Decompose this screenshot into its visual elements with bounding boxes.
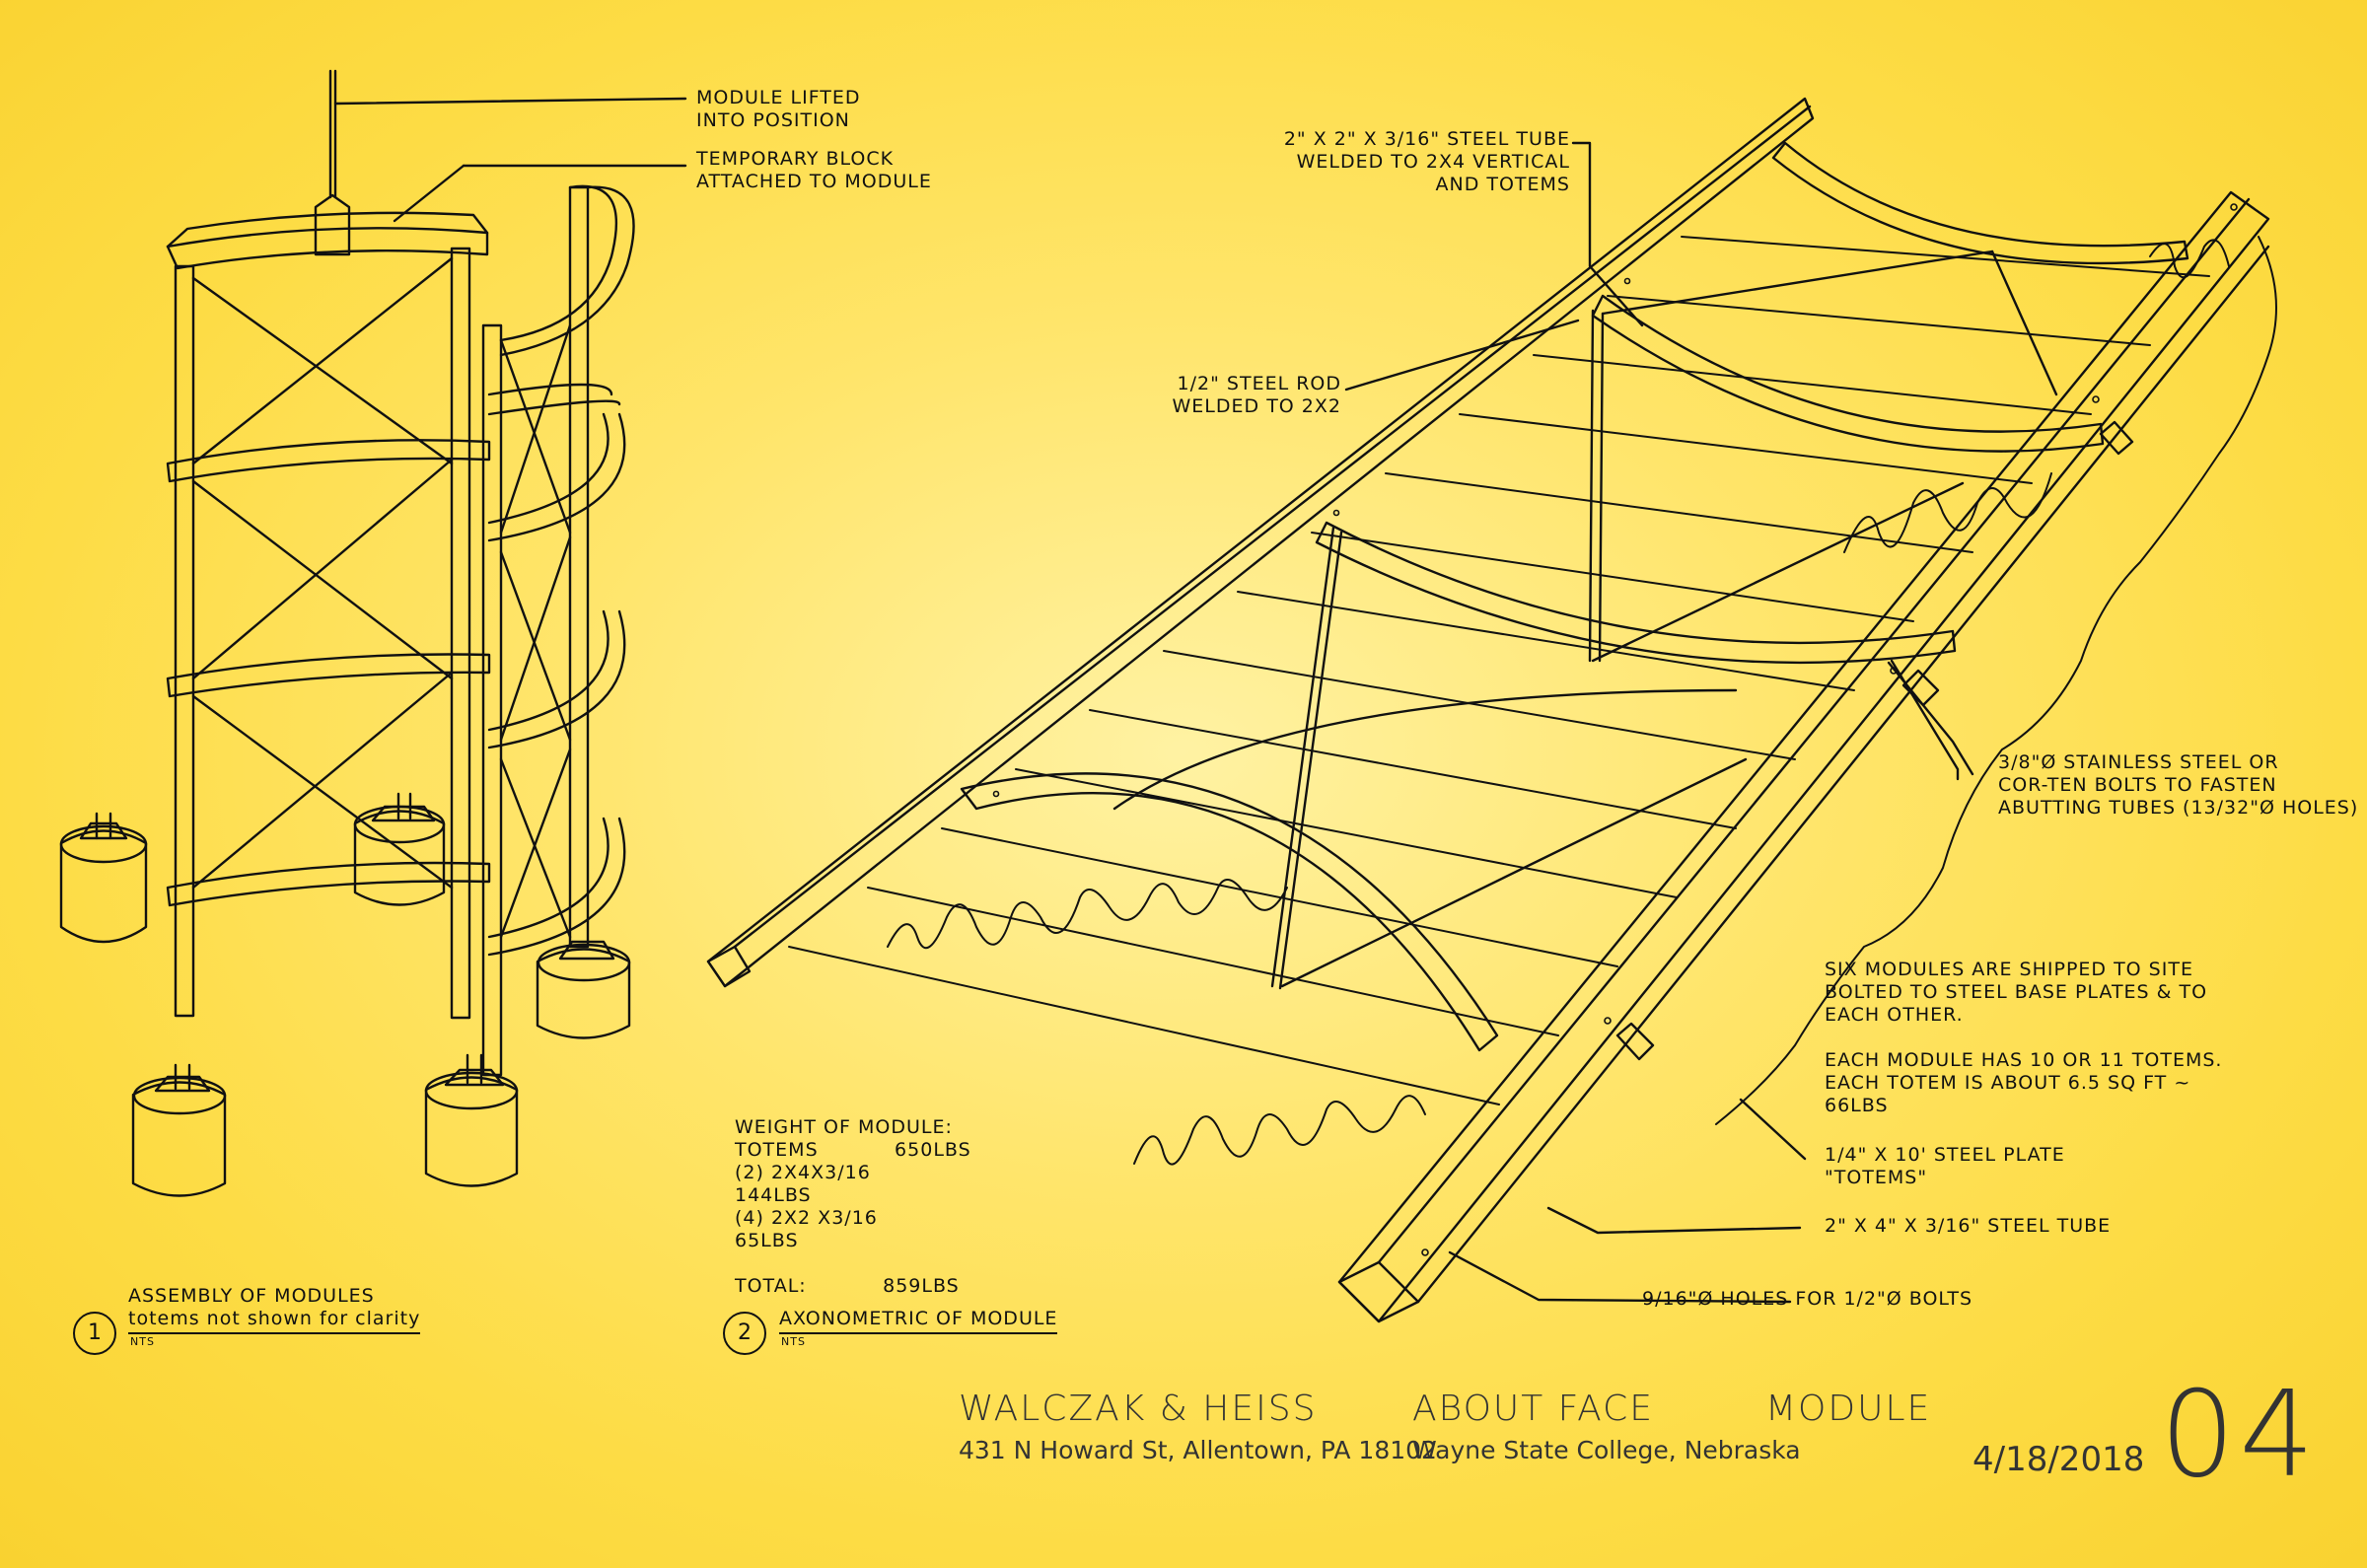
note-steel-tube-2x2: 2" X 2" X 3/16" STEEL TUBE WELDED TO 2X4… [1283, 128, 1570, 195]
caption-assembly-subtitle: totems not shown for clarity [128, 1308, 421, 1334]
base-piers [59, 792, 631, 1197]
note-steel-tube-2x4: 2" X 4" X 3/16" STEEL TUBE [1825, 1215, 2112, 1237]
drawing-number-2: 2 [723, 1312, 766, 1355]
note-steel-plate-totems: 1/4" X 10' STEEL PLATE "TOTEMS" [1825, 1144, 2065, 1188]
caption-assembly-title: ASSEMBLY OF MODULES [128, 1285, 375, 1307]
project-name: ABOUT FACE [1412, 1389, 1654, 1429]
note-stainless-bolts: 3/8"Ø STAINLESS STEEL OR COR-TEN BOLTS T… [1998, 751, 2359, 819]
caption-axonometric-title: AXONOMETRIC OF MODULE [779, 1308, 1058, 1334]
note-six-modules: SIX MODULES ARE SHIPPED TO SITE BOLTED T… [1825, 959, 2223, 1116]
note-module-lifted: MODULE LIFTED INTO POSITION [696, 87, 861, 131]
caption-axonometric-scale: NTS [781, 1335, 806, 1348]
weight-of-module-table: WEIGHT OF MODULE: TOTEMS 650LBS (2) 2X4X… [735, 1116, 971, 1297]
sheet-number: 04 [2160, 1367, 2319, 1504]
sheet-date: 4/18/2018 [1972, 1440, 2145, 1479]
sheet-title: MODULE [1765, 1389, 1932, 1429]
firm-name: WALCZAK & HEISS [959, 1389, 1318, 1429]
firm-address: 431 N Howard St, Allentown, PA 18102 [959, 1436, 1437, 1464]
caption-assembly-scale: NTS [130, 1335, 155, 1348]
note-steel-rod: 1/2" STEEL ROD WELDED TO 2X2 [1172, 373, 1341, 417]
drawing-number-1: 1 [73, 1312, 116, 1355]
note-bolt-holes: 9/16"Ø HOLES FOR 1/2"Ø BOLTS [1642, 1288, 1973, 1310]
assembly-drawing [59, 69, 687, 1197]
note-temporary-block: TEMPORARY BLOCK ATTACHED TO MODULE [696, 148, 932, 192]
project-location: Wayne State College, Nebraska [1412, 1436, 1801, 1464]
axonometric-drawing [706, 97, 2277, 1323]
